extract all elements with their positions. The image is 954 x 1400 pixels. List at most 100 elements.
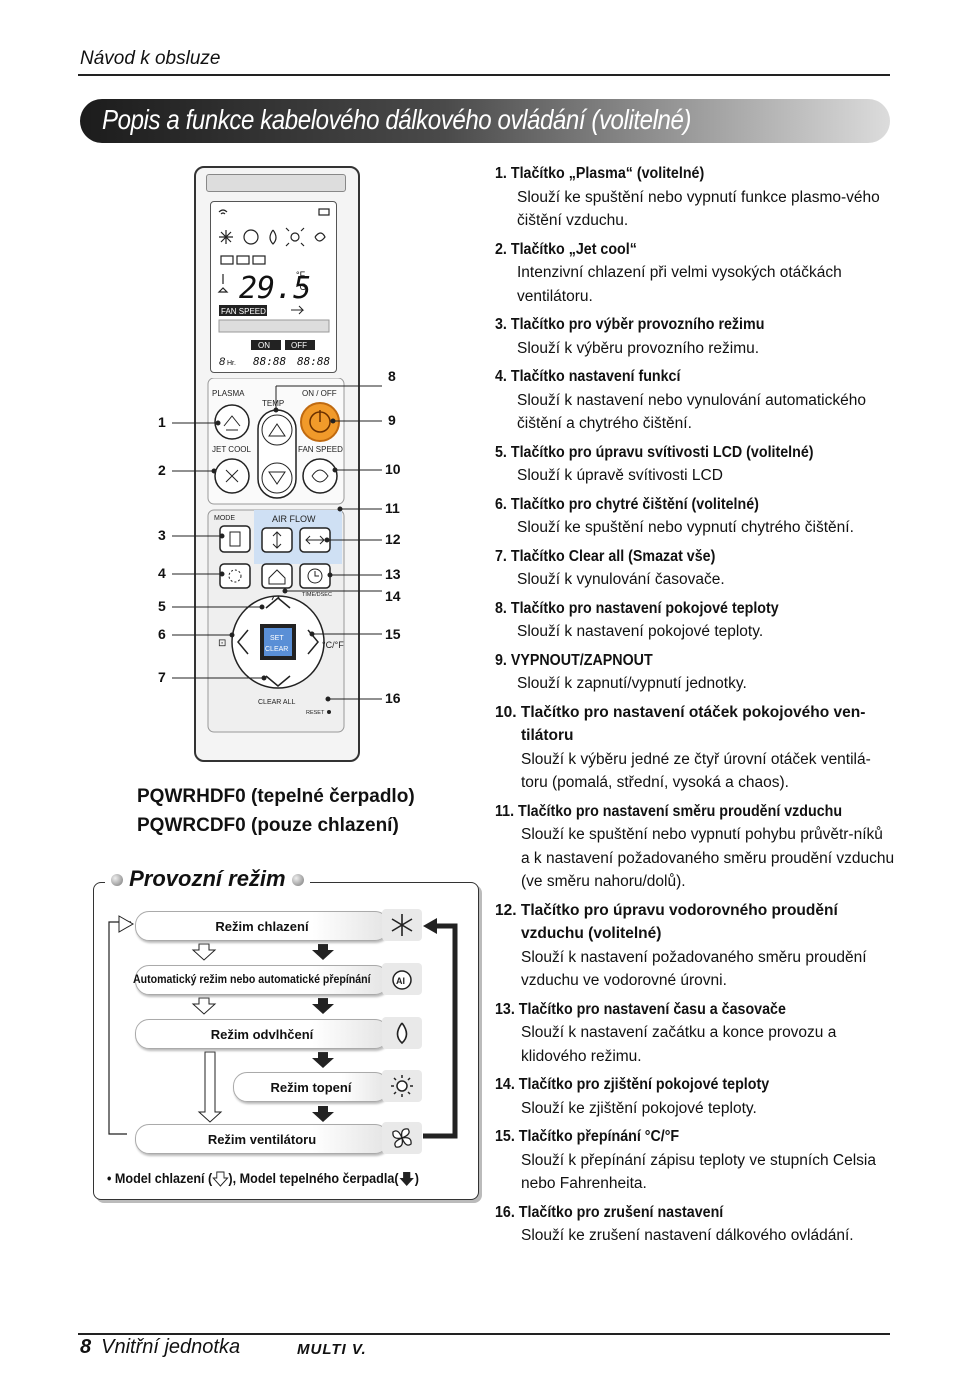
legend-part-a: • Model chlazení (: [107, 1170, 213, 1186]
list-item: 6. Tlačítko pro chytré čištění (voliteln…: [495, 495, 854, 537]
callout-12: 12: [385, 531, 401, 547]
temp-down-button[interactable]: [261, 462, 293, 494]
heat-mode-icon: [290, 232, 300, 242]
on-off-label: ON / OFF: [302, 389, 337, 398]
lcd-off: OFF: [291, 341, 307, 350]
plasma-icon: [223, 415, 241, 431]
filled-arrow-icon: [399, 1172, 414, 1187]
mode-auto: Automatický režim nebo automatické přepí…: [133, 965, 389, 995]
clock-icon: [307, 568, 323, 584]
list-item: 5. Tlačítko pro úpravu svítivosti LCD (v…: [495, 443, 814, 485]
ir-window: [206, 174, 346, 192]
callout-lines: [172, 385, 382, 702]
list-item: 8. Tlačítko pro nastavení pokojové teplo…: [495, 599, 779, 641]
lcd-unit-f: °F: [296, 270, 306, 280]
mode-button[interactable]: [219, 525, 251, 553]
callout-8: 8: [388, 368, 396, 384]
left-button[interactable]: [237, 629, 249, 655]
callout-14: 14: [385, 588, 401, 604]
list-item: 12. Tlačítko pro úpravu vodorovného prou…: [495, 901, 867, 990]
callout-15: 15: [385, 626, 401, 642]
temp-up-icon: [268, 423, 286, 437]
fan-icon: [311, 469, 329, 483]
footer-text: Vnitřní jednotka: [101, 1336, 241, 1358]
plasma-label: PLASMA: [212, 389, 245, 398]
dry-mode-icon: [269, 229, 277, 245]
function-setting-button[interactable]: [219, 563, 251, 589]
clear-label: CLEAR: [265, 646, 288, 653]
function-list: 1. Tlačítko „Plasma“ (volitelné)Slouží k…: [495, 162, 895, 1253]
fan-speed-button[interactable]: [302, 458, 338, 494]
snowflake-icon: [382, 909, 422, 941]
lcd-temperature: 29.5: [239, 271, 311, 306]
callout-6: 6: [158, 626, 166, 642]
list-item: 11. Tlačítko pro nastavení směru prouděn…: [495, 802, 895, 891]
outline-arrow-icon: [212, 1171, 229, 1188]
mode-diagram-title: Provozní režim: [105, 866, 310, 892]
mode-fan: Režim ventilátoru: [135, 1124, 389, 1154]
callout-7: 7: [158, 669, 166, 685]
clear-all-label: CLEAR ALL: [258, 699, 295, 706]
svg-text:88:88: 88:88: [253, 355, 286, 368]
reset-button[interactable]: [327, 710, 331, 714]
fan-mode-icon: [314, 232, 326, 242]
page-number: 8: [80, 1336, 92, 1358]
lcd-hr: Hr.: [227, 360, 236, 367]
fan-speed-label: FAN SPEED: [298, 445, 343, 454]
set-label: SET: [270, 635, 284, 642]
svg-text:8: 8: [219, 356, 226, 368]
legend-part-b: ), Model tepelného čerpadla(: [228, 1170, 399, 1186]
callout-4: 4: [158, 565, 166, 581]
callout-16: 16: [385, 690, 401, 706]
temp-label: TEMP: [262, 399, 284, 408]
mode-cooling: Režim chlazení: [135, 911, 389, 941]
smart-clean-icon: ⊡: [218, 638, 226, 649]
svg-text:AI: AI: [396, 976, 405, 986]
cf-label: °C/°F: [322, 640, 344, 650]
title-ball-icon-right: [291, 874, 304, 887]
svg-text:88:88: 88:88: [297, 355, 330, 368]
jet-cool-icon: [225, 469, 239, 483]
callout-11: 11: [385, 500, 400, 516]
lcd-fan-speed-box: [219, 305, 267, 316]
page-title: Popis a funkce kabelového dálkového ovlá…: [102, 104, 692, 135]
horizontal-arrow-icon: [305, 535, 325, 545]
multi-v-logo: MULTI V.: [297, 1341, 367, 1358]
legend-part-c: ): [414, 1170, 419, 1186]
mode-icon: [229, 531, 241, 547]
lcd-small-icon: [220, 255, 234, 265]
up-button[interactable]: [265, 597, 291, 609]
list-item: 2. Tlačítko „Jet cool“Intenzivní chlazen…: [495, 240, 842, 305]
jet-cool-label: JET COOL: [212, 445, 252, 454]
temp-up-button[interactable]: [261, 414, 293, 446]
mode-dry: Režim odvlhčení: [135, 1019, 389, 1049]
list-item: 1. Tlačítko „Plasma“ (volitelné)Slouží k…: [495, 165, 880, 229]
running-header: Návod k obsluze: [80, 48, 221, 69]
lcd-display: 29.5 °F °C FAN SPEED ON OFF 8 Hr. 88:88 …: [210, 201, 337, 373]
lcd-unit-c: °C: [296, 282, 307, 292]
callout-13: 13: [385, 566, 401, 582]
plasma-button[interactable]: [214, 404, 250, 440]
callout-10: 10: [385, 461, 401, 477]
cool-mode-icon: [219, 230, 233, 244]
mode-flow-arrows: [108, 915, 458, 1139]
list-item: 7. Tlačítko Clear all (Smazat vše)Slouží…: [495, 547, 725, 589]
vertical-arrow-icon: [272, 531, 282, 549]
list-item: 10. Tlačítko pro nastavení otáček pokojo…: [495, 703, 871, 792]
callout-2: 2: [158, 462, 166, 478]
list-item: 13. Tlačítko pro nastavení času a časova…: [495, 1000, 837, 1065]
down-button[interactable]: [265, 675, 291, 687]
mode-legend: • Model chlazení ( ), Model tepelného čer…: [107, 1170, 419, 1188]
button-panel: PLASMA TEMP ON / OFF JET COOL FAN SPEED …: [207, 378, 345, 733]
model-cooling: PQWRCDF0 (pouze chlazení): [137, 815, 399, 836]
house-icon: [268, 569, 286, 585]
battery-icon: [318, 208, 330, 216]
title-bar: Popis a funkce kabelového dálkového ovlá…: [80, 99, 890, 143]
callout-3: 3: [158, 527, 166, 543]
header-rule: [78, 74, 890, 76]
